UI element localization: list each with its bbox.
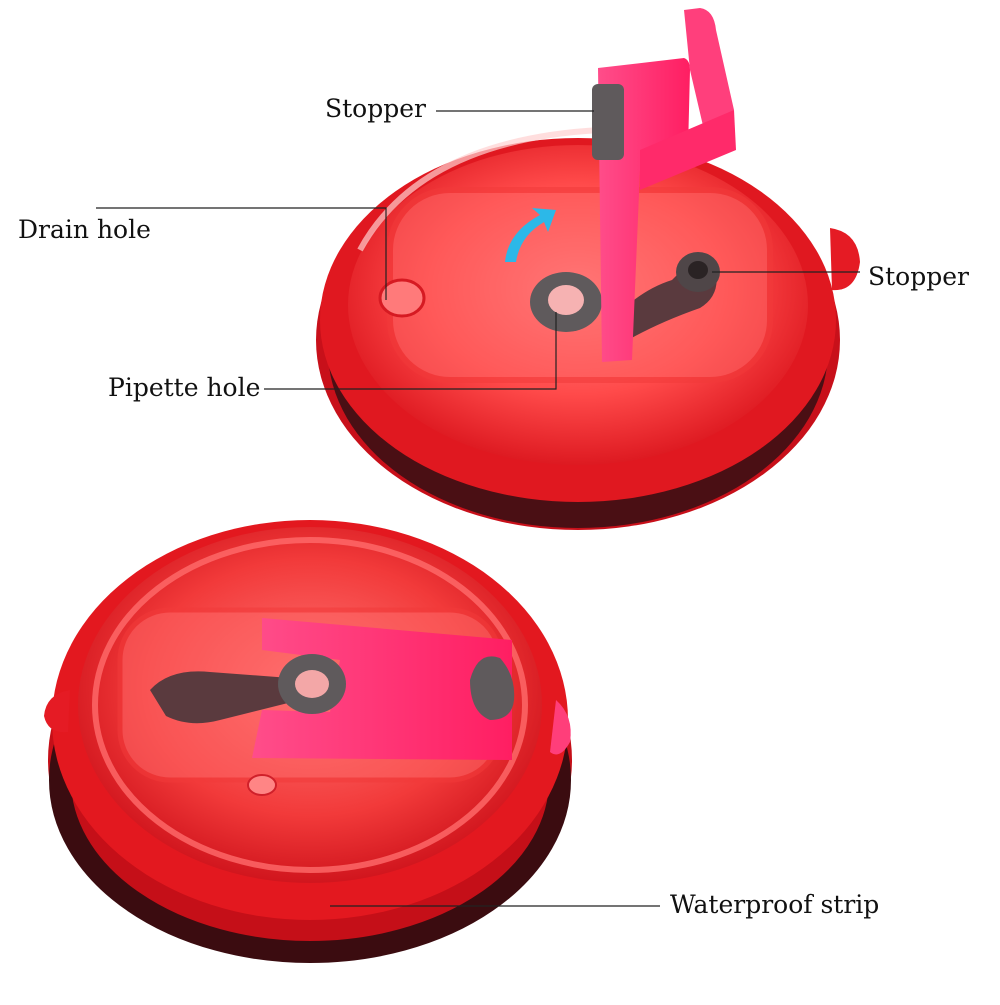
stopper-plug-right-hole <box>688 261 708 279</box>
leader-lines <box>96 110 860 907</box>
top-lid <box>316 8 860 530</box>
label-waterproof-strip: Waterproof strip <box>670 890 880 919</box>
slider-handle-top <box>684 8 734 130</box>
pipette-hole <box>548 285 584 315</box>
bottom-lid <box>44 520 572 963</box>
leader-line-pipette <box>264 312 557 390</box>
stopper-block-flat <box>470 656 515 720</box>
arrow-blue-icon <box>505 208 556 262</box>
bottom-lid-tab-left <box>44 690 70 733</box>
stopper-plug-flat <box>150 671 300 724</box>
top-lid-highlight <box>357 127 601 252</box>
slider-handle-face <box>640 110 736 190</box>
leader-line-drain <box>96 207 387 300</box>
bottom-lid-small-hole <box>247 774 277 796</box>
label-pipette-hole: Pipette hole <box>108 373 261 402</box>
bottom-lid-ring <box>92 537 528 873</box>
label-stopper-top: Stopper <box>325 94 426 123</box>
pipette-hole-flat <box>295 670 329 698</box>
slider-flat <box>252 618 512 760</box>
drain-hole <box>378 278 426 318</box>
top-lid-tab <box>830 228 860 291</box>
label-stopper-right: Stopper <box>868 262 969 291</box>
stopper-block-top <box>592 84 624 160</box>
label-drain-hole: Drain hole <box>18 215 151 244</box>
bottom-lid-tab-right <box>550 700 571 755</box>
